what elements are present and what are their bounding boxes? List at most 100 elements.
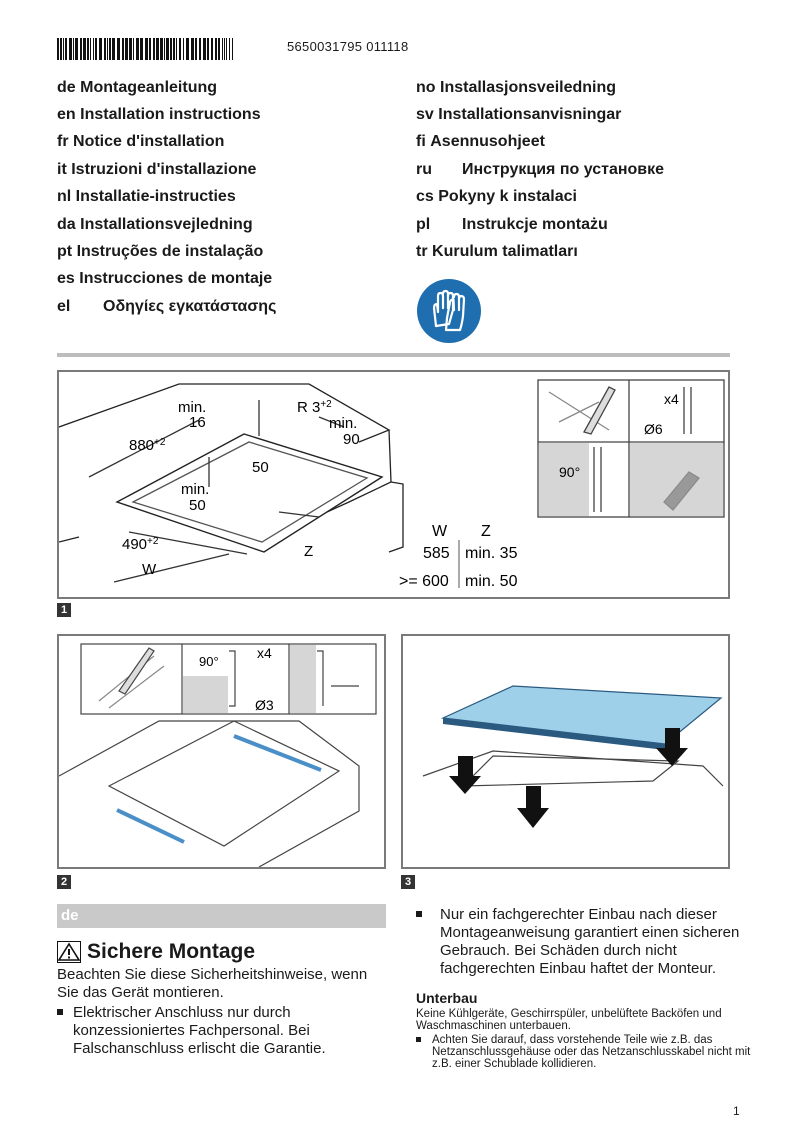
language-code: da (57, 215, 76, 233)
language-code: no (416, 78, 436, 96)
svg-text:min. 35: min. 35 (465, 545, 518, 562)
svg-text:W: W (142, 561, 157, 578)
section-heading: Sichere Montage (87, 940, 256, 963)
language-code: pt (57, 243, 73, 261)
svg-text:Ø3: Ø3 (255, 697, 274, 713)
w-z-table: W Z 585 min. 35 >= 600 min. 50 (399, 523, 518, 590)
figure-1-cutout-dimensions: min. 16 R 3+2 min. 90 880+2 50 min. 50 4… (57, 370, 730, 599)
language-code: el (57, 297, 71, 315)
language-title: Kurulum talimatları (432, 243, 578, 261)
language-code: fr (57, 133, 69, 151)
language-entry: pt Instruções de instalação (57, 238, 276, 265)
language-title: Instruções de instalação (76, 243, 264, 261)
svg-text:x4: x4 (257, 645, 272, 661)
language-code: fi (416, 133, 426, 151)
language-title: Istruzioni d'installazione (71, 160, 257, 178)
svg-text:585: 585 (423, 545, 450, 562)
gloves-icon (417, 279, 481, 343)
barcode (57, 38, 233, 60)
language-entry: en Installation instructions (57, 101, 276, 128)
figure-1-drawing: min. 16 R 3+2 min. 90 880+2 50 min. 50 4… (59, 379, 725, 590)
language-code: pl (416, 215, 431, 233)
language-code: it (57, 160, 67, 178)
language-entry: fr Notice d'installation (57, 129, 276, 156)
svg-text:90°: 90° (559, 464, 580, 480)
header-divider (57, 353, 730, 357)
intro-paragraph: Beachten Sie diese Sicherheitshinweise, … (57, 966, 368, 1001)
language-entry: es Instrucciones de montaje (57, 266, 276, 293)
language-entry: fi Asennusohjeet (416, 129, 664, 156)
language-code: sv (416, 106, 434, 124)
language-code: en (57, 106, 76, 124)
mounting-brackets (116, 734, 322, 844)
svg-text:490+2: 490+2 (122, 536, 159, 553)
svg-text:min.: min. (329, 415, 357, 432)
svg-text:Z: Z (481, 523, 491, 540)
language-title: Installationsanvisningar (438, 106, 622, 124)
language-title: Montageanleitung (80, 78, 218, 96)
language-entry: tr Kurulum talimatları (416, 238, 664, 265)
language-title: Instrucciones de montaje (79, 270, 273, 288)
svg-text:16: 16 (189, 414, 206, 431)
language-code: cs (416, 188, 434, 206)
figure-2-drawing: 90° x4 Ø3 (59, 643, 377, 867)
language-title: Installasjonsveiledning (440, 78, 617, 96)
figure-3-number: 3 (401, 875, 415, 889)
insertion-arrows (449, 728, 688, 828)
language-code: nl (57, 188, 72, 206)
warning-icon (57, 941, 81, 963)
svg-text:x4: x4 (664, 391, 679, 407)
language-code: ru (416, 160, 432, 178)
svg-text:50: 50 (189, 497, 206, 514)
svg-text:R 3+2: R 3+2 (297, 399, 332, 416)
subheading-unterbau: Unterbau (416, 990, 478, 1006)
figure-2-number: 2 (57, 875, 71, 889)
language-entry: pl Instrukcje montażu (416, 211, 664, 238)
language-title: Οδηγίες εγκατάστασης (103, 297, 277, 315)
svg-text:min. 50: min. 50 (465, 573, 518, 590)
svg-text:W: W (432, 523, 448, 540)
figure-3-hob-insertion (401, 634, 730, 869)
language-entry: no Installasjonsveiledning (416, 74, 664, 101)
language-title: Installatie-instructies (75, 188, 236, 206)
figure-1-number: 1 (57, 603, 71, 617)
language-tag: de (61, 907, 79, 924)
language-entry: da Installationsvejledning (57, 211, 276, 238)
language-title: Инструкция по установке (462, 160, 665, 178)
language-title: Installationsvejledning (80, 215, 253, 233)
language-title: Installation instructions (80, 106, 261, 124)
language-entry: de Montageanleitung (57, 74, 276, 101)
svg-text:Ø6: Ø6 (644, 421, 663, 437)
language-title: Notice d'installation (73, 133, 225, 151)
svg-text:Z: Z (304, 543, 313, 560)
dim-min16: min. (178, 399, 206, 416)
unterbau-bullet-1: Achten Sie darauf, dass vorstehende Teil… (416, 1034, 752, 1070)
unterbau-text: Keine Kühlgeräte, Geschirrspüler, unbelü… (416, 1008, 722, 1032)
product-code: 5650031795 011118 (287, 39, 409, 54)
language-entry: sv Installationsanvisningar (416, 101, 664, 128)
language-entry: cs Pokyny k instalaci (416, 184, 664, 211)
svg-text:>= 600: >= 600 (399, 573, 449, 590)
hob-glass-top (440, 685, 723, 745)
svg-text:50: 50 (252, 459, 269, 476)
language-section-bar: de (57, 904, 386, 928)
svg-text:880+2: 880+2 (129, 437, 166, 454)
language-title: Instrukcje montażu (462, 215, 608, 233)
svg-text:90°: 90° (199, 654, 219, 669)
language-entry: it Istruzioni d'installazione (57, 156, 276, 183)
language-entry: el Οδηγίες εγκατάστασης (57, 293, 276, 320)
safety-heading: Sichere Montage (57, 940, 255, 964)
language-title: Pokyny k instalaci (438, 188, 577, 206)
svg-text:min.: min. (181, 481, 209, 498)
language-code: tr (416, 243, 428, 261)
bullet-left-1: Elektrischer Anschluss nur durch konzess… (57, 1004, 389, 1058)
language-title: Asennusohjeet (430, 133, 545, 151)
language-code: de (57, 78, 76, 96)
page-number: 1 (733, 1104, 740, 1118)
bullet-right-1: Nur ein fachgerechter Einbau nach dieser… (416, 906, 752, 978)
figure-2-bracket-fitting: 90° x4 Ø3 (57, 634, 386, 869)
language-entry: nl Installatie-instructies (57, 184, 276, 211)
language-entry: ru Инструкция по установке (416, 156, 664, 183)
